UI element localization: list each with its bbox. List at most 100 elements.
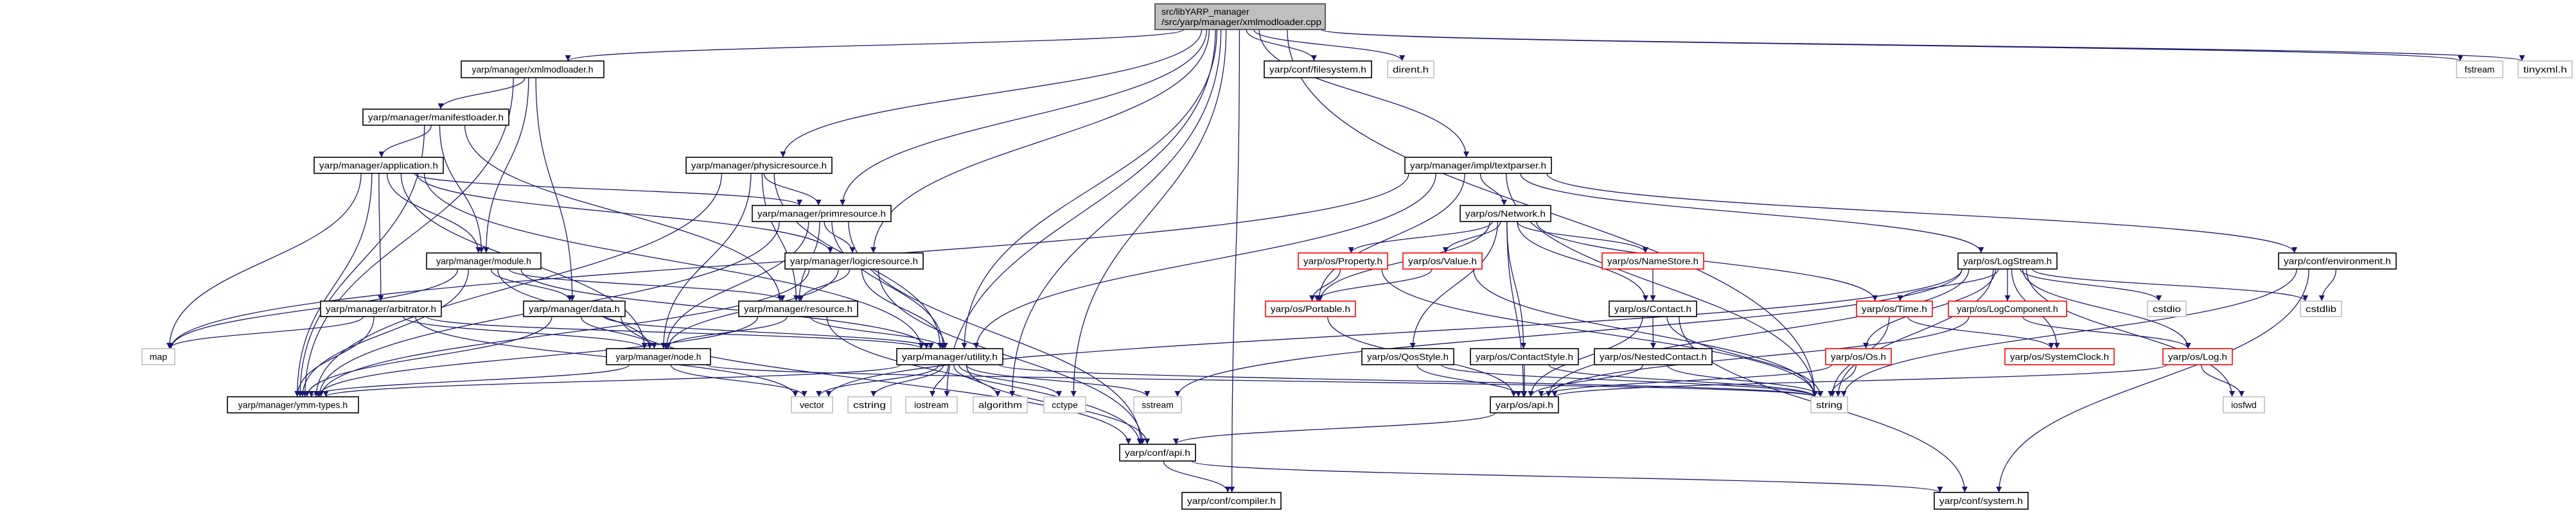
dependency-edge-utility-to-algorithm xyxy=(953,364,1001,397)
graph-node-cctype: cctype xyxy=(1043,396,1086,413)
graph-node-logcomponent[interactable]: yarp/os/LogComponent.h xyxy=(1948,300,2067,317)
node-label: yarp/manager/data.h xyxy=(529,304,620,314)
node-label: yarp/os/Os.h xyxy=(1831,352,1886,362)
graph-node-contactstyle[interactable]: yarp/os/ContactStyle.h xyxy=(1470,348,1579,365)
dependency-edge-application-to-ymmtypes xyxy=(294,173,373,397)
dependency-edge-utility-to-string xyxy=(998,364,1818,397)
node-label: yarp/os/Network.h xyxy=(1465,209,1546,219)
node-label: algorithm xyxy=(978,400,1022,410)
graph-node-log[interactable]: yarp/os/Log.h xyxy=(2162,348,2233,365)
dependency-edge-root-to-iostream xyxy=(944,29,1216,397)
graph-node-system[interactable]: yarp/conf/system.h xyxy=(1934,492,2029,510)
dependency-edge-logcomponent-to-log xyxy=(2022,316,2191,349)
graph-node-time[interactable]: yarp/os/Time.h xyxy=(1856,300,1933,317)
node-box xyxy=(2004,348,2115,365)
graph-node-confapi[interactable]: yarp/conf/api.h xyxy=(1119,444,1196,462)
node-label: yarp/manager/primresource.h xyxy=(757,209,886,219)
dependency-edge-network-to-osapi xyxy=(1506,221,1527,397)
node-box xyxy=(784,252,924,270)
node-label: yarp/os/Property.h xyxy=(1303,256,1382,266)
node-box xyxy=(362,109,509,126)
node-box xyxy=(313,157,444,174)
graph-node-application[interactable]: yarp/manager/application.h xyxy=(313,157,444,174)
dependency-edge-property-to-portable xyxy=(1309,268,1341,302)
dependency-edge-network-to-namestore xyxy=(1517,221,1648,254)
dependency-edge-textparser-to-logstream xyxy=(1520,173,1984,254)
graph-node-os[interactable]: yarp/os/Os.h xyxy=(1825,348,1892,365)
dependency-edge-xmlmodloader_h-to-ymmtypes xyxy=(302,77,514,397)
graph-node-filesystem[interactable]: yarp/conf/filesystem.h xyxy=(1264,60,1372,78)
graph-node-xmlmodloader_h[interactable]: yarp/manager/xmlmodloader.h xyxy=(461,60,604,78)
graph-node-node[interactable]: yarp/manager/node.h xyxy=(606,348,711,365)
graph-node-logicresource[interactable]: yarp/manager/logicresource.h xyxy=(784,252,924,270)
dependency-edge-nestedcontact-to-string xyxy=(1666,364,1824,397)
graph-node-utility[interactable]: yarp/manager/utility.h xyxy=(896,348,1003,365)
node-label: yarp/os/LogComponent.h xyxy=(1957,304,2058,314)
graph-node-ymmtypes[interactable]: yarp/manager/ymm-types.h xyxy=(227,396,359,413)
dependency-edge-node-to-string xyxy=(706,364,1817,397)
dependency-edge-data-to-node xyxy=(580,316,657,349)
graph-node-compiler[interactable]: yarp/conf/compiler.h xyxy=(1181,492,1282,510)
graph-node-manifestloader[interactable]: yarp/manager/manifestloader.h xyxy=(362,109,509,126)
graph-node-algorithm: algorithm xyxy=(973,396,1028,413)
node-label: yarp/conf/system.h xyxy=(1939,496,2023,506)
dependency-edge-application-to-module xyxy=(386,173,482,254)
dependency-edge-utility-to-iostream xyxy=(929,364,949,397)
node-label: yarp/manager/physicresource.h xyxy=(691,161,827,171)
graph-node-primresource[interactable]: yarp/manager/primresource.h xyxy=(752,205,892,222)
node-label: yarp/manager/resource.h xyxy=(744,304,852,314)
graph-node-portable[interactable]: yarp/os/Portable.h xyxy=(1265,300,1356,317)
graph-node-qosstyle[interactable]: yarp/os/QosStyle.h xyxy=(1361,348,1454,365)
dependency-edge-manifestloader-to-application xyxy=(378,125,432,158)
dependency-edge-logstream-to-iosfwd xyxy=(2025,268,2236,397)
graph-node-property[interactable]: yarp/os/Property.h xyxy=(1298,252,1388,270)
graph-node-module[interactable]: yarp/manager/module.h xyxy=(426,252,542,270)
graph-node-contact[interactable]: yarp/os/Contact.h xyxy=(1609,300,1697,317)
node-label: yarp/manager/manifestloader.h xyxy=(368,112,504,123)
dependency-edge-textparser-to-portable xyxy=(1316,173,1465,302)
graph-node-arbitrator[interactable]: yarp/manager/arbitrator.h xyxy=(320,300,442,317)
graph-node-textparser[interactable]: yarp/manager/impl/textparser.h xyxy=(1404,157,1552,174)
graph-node-namestore[interactable]: yarp/os/NameStore.h xyxy=(1601,252,1704,270)
graph-node-value[interactable]: yarp/os/Value.h xyxy=(1402,252,1483,270)
graph-node-osapi[interactable]: yarp/os/api.h xyxy=(1490,396,1559,413)
dependency-edge-data-to-confapi xyxy=(620,316,1132,445)
dependency-edge-root-to-dirent xyxy=(1253,29,1406,62)
graph-node-root[interactable]: src/libYARP_manager/src/yarp/manager/xml… xyxy=(1154,3,1326,30)
dependency-edge-time-to-systemclock xyxy=(1907,316,2054,349)
node-label: cstring xyxy=(853,400,886,410)
graph-node-physicresource[interactable]: yarp/manager/physicresource.h xyxy=(685,157,833,174)
node-box xyxy=(685,157,833,174)
dependency-edge-arbitrator-to-ymmtypes xyxy=(294,316,375,397)
dependency-edge-osapi-to-confapi xyxy=(1173,412,1495,445)
node-label: dirent.h xyxy=(1393,64,1429,74)
dependency-edge-property-to-string xyxy=(1381,268,1818,397)
node-label: src/libYARP_manager xyxy=(1161,6,1249,17)
node-box xyxy=(973,396,1028,413)
graph-node-cstdio: cstdio xyxy=(2147,300,2187,317)
node-box xyxy=(1298,252,1388,270)
dependency-edge-root-to-cctype xyxy=(1070,29,1227,397)
dependency-edge-manifestloader-to-module xyxy=(439,125,484,254)
node-label: yarp/manager/logicresource.h xyxy=(790,256,918,266)
dependency-edge-utility-to-vector xyxy=(816,364,939,397)
graph-node-data[interactable]: yarp/manager/data.h xyxy=(523,300,626,317)
dependency-edge-logstream-to-time xyxy=(1897,268,1999,302)
node-label: yarp/os/ContactStyle.h xyxy=(1476,352,1573,362)
dependency-edge-xmlmodloader_h-to-data xyxy=(535,77,576,302)
graph-node-nestedcontact[interactable]: yarp/os/NestedContact.h xyxy=(1594,348,1713,365)
node-box xyxy=(1387,60,1434,78)
dependency-edge-module-to-ymmtypes xyxy=(299,268,469,397)
graph-node-logstream[interactable]: yarp/os/LogStream.h xyxy=(1957,252,2058,270)
dependency-edge-environment-to-cstdlib xyxy=(2318,268,2337,302)
graph-node-network[interactable]: yarp/os/Network.h xyxy=(1460,205,1551,222)
node-box xyxy=(606,348,711,365)
dependency-edge-primresource-to-logicresource xyxy=(824,221,856,254)
graph-node-cstring: cstring xyxy=(847,396,892,413)
graph-node-systemclock[interactable]: yarp/os/SystemClock.h xyxy=(2004,348,2115,365)
dependency-edge-module-to-map xyxy=(168,268,459,349)
graph-node-environment[interactable]: yarp/conf/environment.h xyxy=(2278,252,2397,270)
node-box xyxy=(1957,252,2058,270)
graph-node-resource[interactable]: yarp/manager/resource.h xyxy=(738,300,858,317)
